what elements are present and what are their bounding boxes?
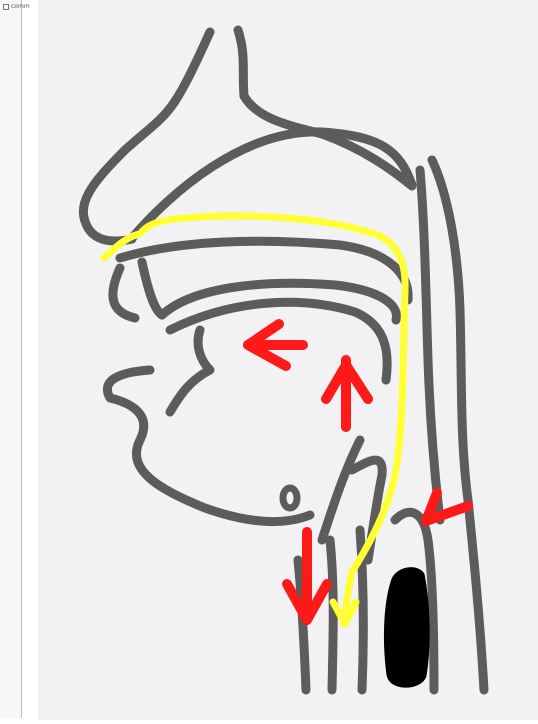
mouth-interior [170,330,210,412]
red-arrow-down [287,532,327,620]
red-arrow-left [248,324,303,366]
back-neck-outline [420,170,440,520]
back-head-outline [432,160,484,690]
chin-outline [136,440,310,521]
upper-lip [113,268,135,318]
red-arrow-up [326,360,368,427]
throat-inner-left [330,540,333,690]
black-obstruction-shape [384,568,429,687]
forehead-line [238,30,412,186]
lower-lip [107,370,150,440]
tongue-base [322,440,360,540]
red-arrow-diagonal [426,493,468,521]
hyoid-oval [283,488,297,508]
top-head-outline [83,32,210,241]
